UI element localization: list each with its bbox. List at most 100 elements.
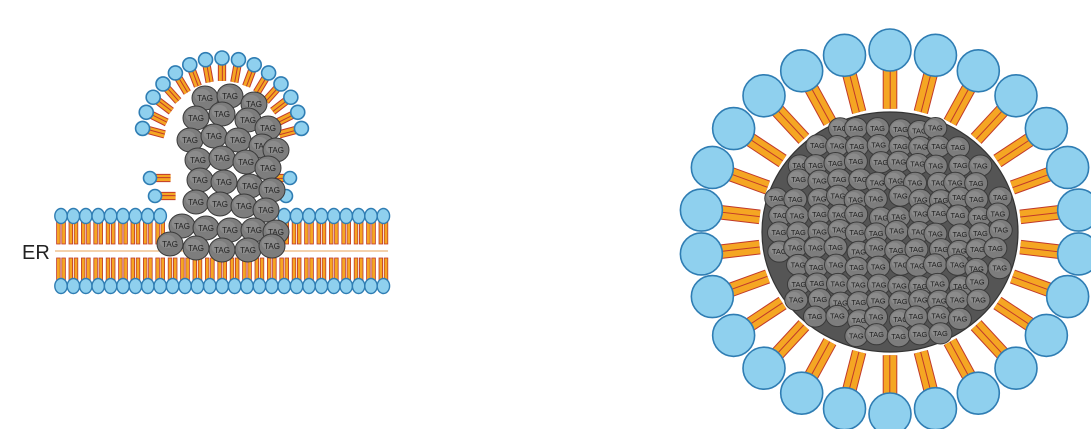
phospholipid: [154, 258, 166, 294]
tag-label: TAG: [808, 243, 823, 252]
tag-label: TAG: [849, 210, 864, 219]
tag-label: TAG: [933, 329, 948, 338]
fatty-acid-tail: [168, 258, 172, 280]
tag-molecule: TAG: [209, 146, 235, 170]
tag-label: TAG: [791, 261, 806, 270]
fatty-acid-tail: [267, 258, 271, 280]
tag-label: TAG: [970, 245, 985, 254]
phospholipid: [92, 258, 104, 294]
phospholipid: [266, 258, 278, 294]
lipid-headgroup: [149, 190, 162, 203]
tag-molecule: TAG: [183, 106, 209, 130]
lipid-headgroup: [129, 209, 141, 224]
tag-label: TAG: [931, 312, 946, 321]
tag-label: TAG: [893, 125, 908, 134]
tag-label: TAG: [812, 210, 827, 219]
er-budding-droplet: TAGTAGTAGTAGTAGTAGTAGTAGTAGTAGTAGTAGTAGT…: [55, 51, 390, 294]
tag-label: TAG: [809, 263, 824, 272]
fatty-acid-tail: [136, 258, 140, 280]
phospholipid: [104, 258, 116, 294]
fatty-acid-tail: [87, 222, 91, 244]
tag-label: TAG: [871, 297, 886, 306]
tag-label: TAG: [932, 296, 947, 305]
tag-label: TAG: [192, 176, 208, 185]
lipid-headgroup: [231, 53, 245, 67]
tag-label: TAG: [893, 191, 908, 200]
fatty-acid-tail: [62, 222, 66, 244]
tag-molecule: TAG: [948, 308, 971, 329]
phospholipid: [129, 209, 141, 245]
tag-molecule: TAG: [209, 102, 235, 126]
tag-label: TAG: [812, 195, 827, 204]
mature-lipid-droplet: TAGTAGTAGTAGTAGTAGTAGTAGTAGTAGTAGTAGTAGT…: [680, 29, 1091, 429]
tag-label: TAG: [909, 245, 924, 254]
lipid-headgroup: [713, 108, 755, 150]
lipid-headgroup: [303, 209, 315, 224]
tag-label: TAG: [908, 178, 923, 187]
fatty-acid-tail: [310, 222, 314, 244]
fatty-acid-tail: [317, 222, 321, 244]
phospholipid: [377, 209, 389, 245]
tag-label: TAG: [808, 161, 823, 170]
fatty-acid-tail: [205, 258, 209, 280]
tag-label: TAG: [889, 227, 904, 236]
tag-label: TAG: [260, 124, 276, 133]
fatty-acid-tail: [285, 258, 289, 280]
tag-label: TAG: [849, 228, 864, 237]
tag-molecule: TAG: [209, 238, 235, 262]
fatty-acid-tail: [305, 258, 309, 280]
phospholipid: [680, 189, 760, 231]
fatty-acid-tail: [292, 222, 296, 244]
lipid-headgroup: [824, 388, 866, 429]
tag-label: TAG: [953, 161, 968, 170]
lipid-headgroup: [154, 279, 166, 294]
tag-label: TAG: [810, 279, 825, 288]
phospholipid: [166, 258, 178, 294]
tag-label: TAG: [238, 158, 254, 167]
tag-label: TAG: [830, 142, 845, 151]
tag-label: TAG: [931, 142, 946, 151]
tag-label: TAG: [162, 240, 178, 249]
fatty-acid-tail: [81, 258, 85, 280]
phospholipid: [92, 209, 104, 245]
phospholipid: [104, 209, 116, 245]
tag-label: TAG: [928, 229, 943, 238]
lipid-headgroup: [262, 66, 276, 80]
droplet-tag-core: TAGTAGTAGTAGTAGTAGTAGTAGTAGTAGTAGTAGTAGT…: [762, 112, 1018, 352]
tag-label: TAG: [893, 142, 908, 151]
tag-label: TAG: [952, 230, 967, 239]
tag-molecule: TAG: [865, 237, 888, 258]
phospholipid: [204, 258, 216, 294]
tag-label: TAG: [222, 92, 238, 101]
tag-molecule: TAG: [826, 305, 849, 326]
lipid-headgroup: [284, 90, 298, 104]
phospholipid: [869, 29, 911, 109]
lipid-headgroup: [781, 50, 823, 92]
lipid-headgroup: [680, 233, 722, 275]
lipid-headgroup: [315, 279, 327, 294]
phospholipid: [241, 258, 253, 294]
tag-molecule: TAG: [825, 254, 848, 275]
phospholipid: [1011, 146, 1088, 190]
tag-label: TAG: [788, 243, 803, 252]
tag-label: TAG: [246, 100, 262, 109]
phospholipid: [340, 258, 352, 294]
tag-label: TAG: [236, 202, 252, 211]
phospholipid: [328, 209, 340, 245]
tag-label: TAG: [174, 222, 190, 231]
fatty-acid-tail: [81, 222, 85, 244]
phospholipid: [67, 258, 79, 294]
phospholipid: [365, 258, 377, 294]
phospholipid: [216, 258, 228, 294]
lipid-headgroup: [266, 279, 278, 294]
lipid-headgroup: [215, 51, 229, 65]
fatty-acid-tail: [335, 222, 339, 244]
fatty-acid-tail: [119, 222, 123, 244]
tag-label: TAG: [931, 209, 946, 218]
tag-label: TAG: [872, 280, 887, 289]
lipid-headgroup: [743, 75, 785, 117]
fatty-acid-tail: [322, 222, 326, 244]
fatty-acid-tail: [342, 222, 346, 244]
tag-molecule: TAG: [929, 323, 952, 344]
phospholipid: [179, 258, 191, 294]
